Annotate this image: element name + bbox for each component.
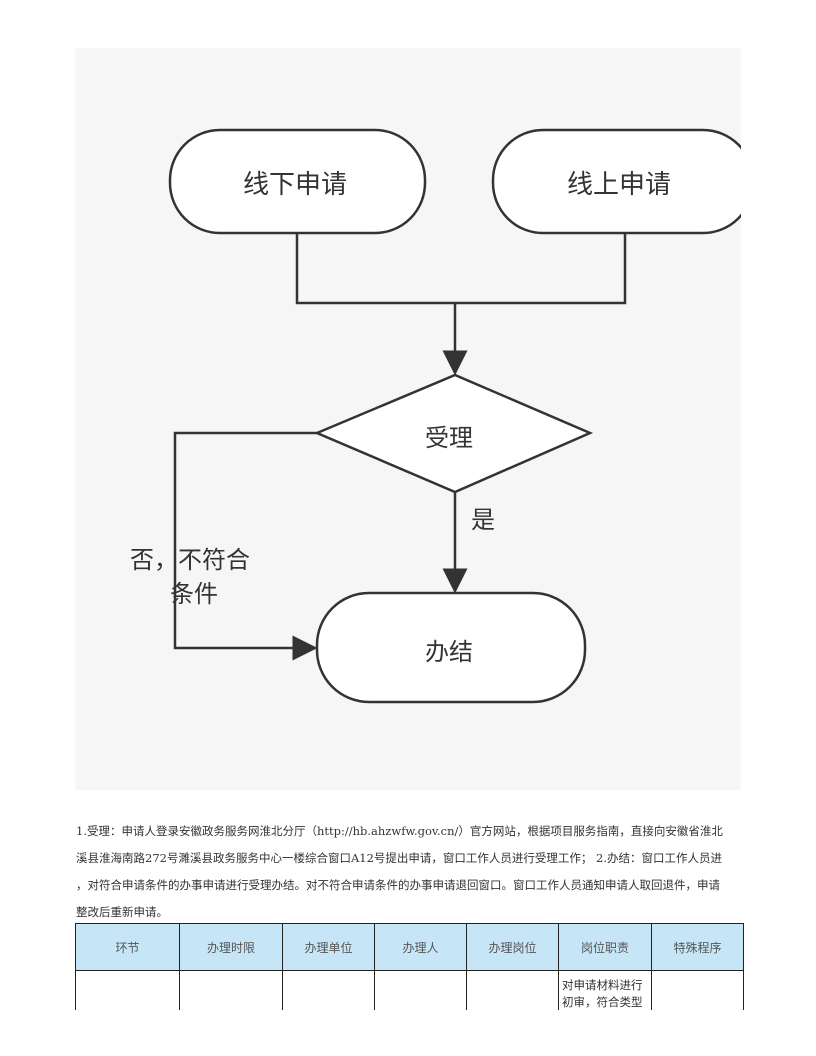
yes-label: 是 bbox=[471, 506, 495, 534]
header-cell: 办理岗位 bbox=[466, 923, 559, 971]
paragraph-line: 整改后重新申请。 bbox=[76, 905, 168, 919]
procedure-table: 环节 办理时限 办理单位 办理人 办理岗位 岗位职责 特殊程序 对申请材料进行初… bbox=[75, 923, 744, 1019]
paragraph-line: 溪县淮海南路272号濉溪县政务服务中心一楼综合窗口A12号提出申请，窗口工作人员… bbox=[76, 851, 723, 865]
online-apply-node bbox=[491, 128, 741, 235]
header-cell: 特殊程序 bbox=[651, 923, 744, 971]
page-clip bbox=[0, 1010, 816, 1056]
flowchart-image: 线下申请 线上申请 受理 是 否，不符合 条件 办结 bbox=[75, 48, 741, 790]
process-description: 1.受理：申请人登录安徽政务服务网淮北分厅（http://hb.ahzwfw.g… bbox=[76, 818, 742, 926]
header-cell: 办理人 bbox=[374, 923, 467, 971]
header-cell: 岗位职责 bbox=[558, 923, 652, 971]
no-label: 否，不符合 bbox=[130, 546, 250, 574]
accept-label: 受理 bbox=[425, 424, 473, 452]
no-label-2: 条件 bbox=[170, 580, 218, 608]
header-cell: 办理单位 bbox=[282, 923, 375, 971]
online-apply-label: 线上申请 bbox=[567, 170, 672, 200]
accept-decision-node bbox=[313, 373, 594, 494]
header-cell: 环节 bbox=[75, 923, 180, 971]
header-cell: 办理时限 bbox=[179, 923, 283, 971]
complete-label: 办结 bbox=[425, 638, 473, 666]
table-header-row: 环节 办理时限 办理单位 办理人 办理岗位 岗位职责 特殊程序 bbox=[75, 923, 744, 971]
paragraph-line: ，对符合申请条件的办事申请进行受理办结。对不符合申请条件的办事申请退回窗口。窗口… bbox=[76, 878, 720, 892]
paragraph-line: 1.受理：申请人登录安徽政务服务网淮北分厅（http://hb.ahzwfw.g… bbox=[76, 824, 723, 838]
offline-apply-label: 线下申请 bbox=[243, 170, 348, 200]
flowchart-lines bbox=[168, 128, 741, 704]
